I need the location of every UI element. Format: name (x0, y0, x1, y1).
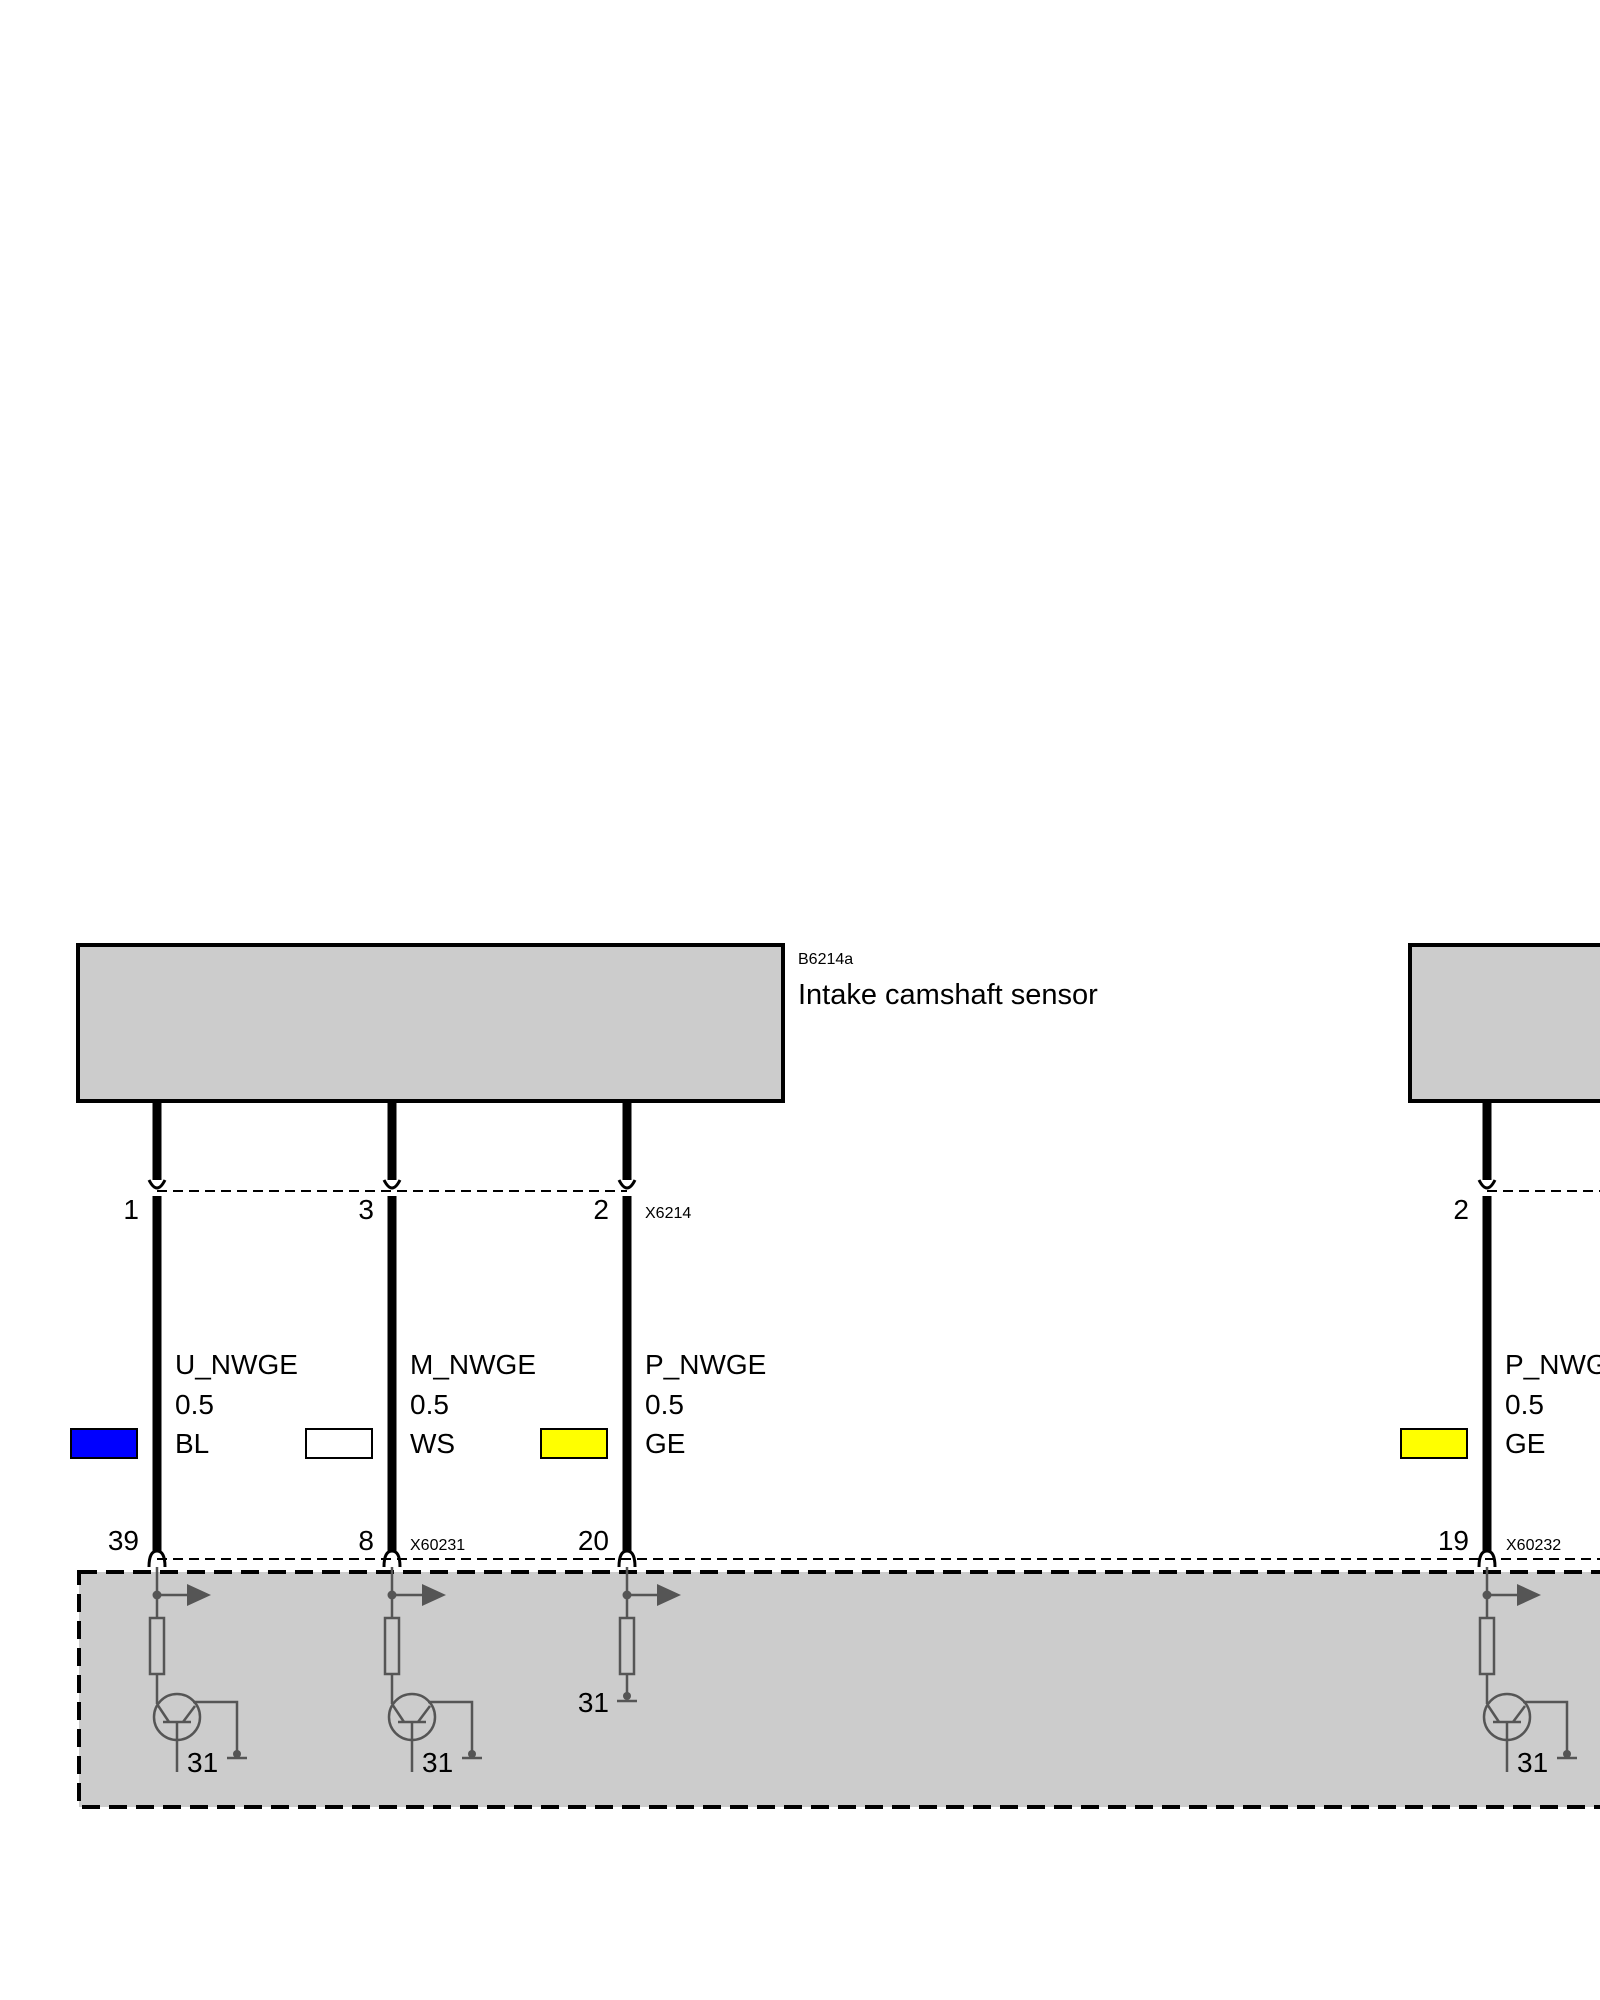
ecu-pin-number: 20 (578, 1525, 609, 1556)
wire-color-code: WS (410, 1428, 455, 1459)
signal-arrow-icon (1517, 1584, 1541, 1606)
pin-socket-top (147, 1179, 167, 1190)
sensor-pin-number: 1 (123, 1194, 139, 1225)
sensor-pin-number: 2 (593, 1194, 609, 1225)
ground-dot (623, 1692, 631, 1700)
ground-lead (1523, 1700, 1569, 1754)
ecu-pin-number: 19 (1438, 1525, 1469, 1556)
ground-dot (1563, 1750, 1571, 1758)
transistor-emitter (182, 1705, 196, 1723)
sensor-title: Intake camshaft sensor (798, 979, 1098, 1011)
sensor-pin-number: 2 (1453, 1194, 1469, 1225)
signal-arrow-icon (657, 1584, 681, 1606)
sensor-pin-number: 3 (358, 1194, 374, 1225)
wire-size-label: 0.5 (1505, 1389, 1544, 1420)
wire-color-swatch (70, 1428, 138, 1459)
ground-dot (233, 1750, 241, 1758)
wire-color-swatch (305, 1428, 373, 1459)
transistor-collector (390, 1703, 406, 1723)
wire-color-swatch (1400, 1428, 1468, 1459)
wire-color-code: GE (1505, 1428, 1545, 1459)
pin-socket-top (382, 1179, 402, 1190)
wire-signal-label: P_NWGE (645, 1349, 766, 1380)
connector-x60232-label: X60232 (1506, 1537, 1561, 1554)
ecu-pin-number: 8 (358, 1525, 374, 1556)
ground-label: 31 (187, 1747, 218, 1778)
ground-dot (468, 1750, 476, 1758)
pin-socket-bottom (617, 1549, 637, 1568)
wire-size-label: 0.5 (645, 1389, 684, 1420)
sensor-id-label: B6214a (798, 951, 853, 968)
wire-color-swatch (540, 1428, 608, 1459)
ground-lead (193, 1700, 239, 1754)
ground-lead (428, 1700, 474, 1754)
connector-x60231-label: X60231 (410, 1537, 465, 1554)
ground-label: 31 (1517, 1747, 1548, 1778)
pin-socket-bottom (147, 1549, 167, 1568)
ground-label: 31 (422, 1747, 453, 1778)
transistor-emitter (1512, 1705, 1526, 1723)
wire-signal-label: U_NWGE (175, 1349, 298, 1380)
wire-signal-label: P_NWG (1505, 1349, 1600, 1380)
transistor-collector (1485, 1703, 1501, 1723)
connector-x6214-label: X6214 (645, 1205, 691, 1222)
pin-socket-bottom (382, 1549, 402, 1568)
wire-signal-label: M_NWGE (410, 1349, 536, 1380)
wires-group: 1 39 U_NWGE 0.5BL 31 3 8 M_NWGE 0.5WS 31 2 20 P_NWGE… (70, 1101, 1600, 1778)
signal-arrow-icon (187, 1584, 211, 1606)
wire-color-code: BL (175, 1428, 209, 1459)
transistor-collector (155, 1703, 171, 1723)
signal-arrow-icon (422, 1584, 446, 1606)
pin-socket-top (1477, 1179, 1497, 1190)
sensor-box-right (1408, 943, 1600, 1103)
ground-label: 31 (578, 1687, 609, 1718)
pin-socket-top (617, 1179, 637, 1190)
wire-color-code: GE (645, 1428, 685, 1459)
wire-size-label: 0.5 (175, 1389, 214, 1420)
pin-socket-bottom (1477, 1549, 1497, 1568)
transistor-emitter (417, 1705, 431, 1723)
ecu-module-box (77, 1570, 1600, 1809)
wire-size-label: 0.5 (410, 1389, 449, 1420)
ecu-pin-number: 39 (108, 1525, 139, 1556)
sensor-box (76, 943, 785, 1103)
